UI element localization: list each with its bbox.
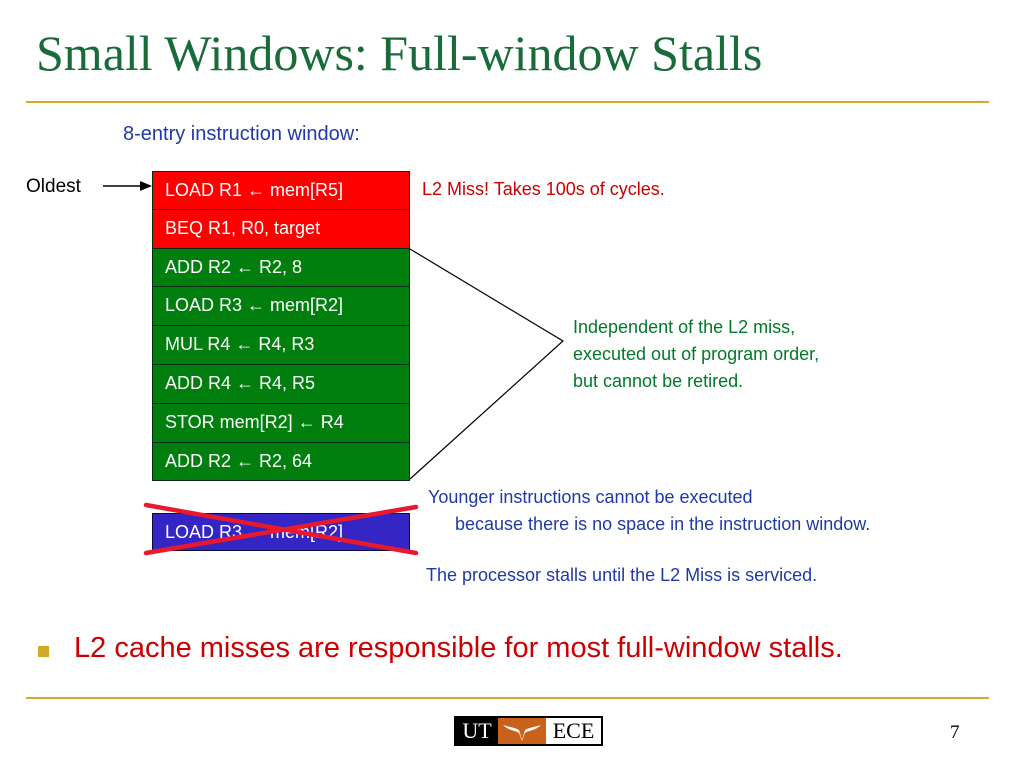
footer-divider: [26, 697, 989, 699]
window-entry-2: BEQ R1, R0, target: [152, 209, 410, 249]
window-entry-6: ADD R4 ← R4, R5: [152, 364, 410, 404]
logo-ece-text: ECE: [546, 718, 601, 744]
title-divider: [26, 101, 989, 103]
independent-bracket: [409, 248, 565, 480]
longhorn-icon: [498, 718, 546, 744]
logo-ut-text: UT: [456, 718, 498, 744]
stall-note: The processor stalls until the L2 Miss i…: [426, 565, 818, 585]
slide-title: Small Windows: Full-window Stalls: [36, 25, 763, 81]
younger-note-line-2: because there is no space in the instruc…: [455, 514, 871, 534]
instruction-window: LOAD R1 ← mem[R5] BEQ R1, R0, target ADD…: [152, 171, 410, 482]
bullet-text: L2 cache misses are responsible for most…: [74, 632, 843, 664]
younger-note-line-1: Younger instructions cannot be executed: [428, 487, 753, 507]
oldest-label: Oldest: [26, 176, 81, 197]
bullet-square-icon: [38, 646, 49, 657]
window-subtitle: 8-entry instruction window:: [123, 123, 360, 145]
cross-out-stroke-2: [143, 504, 419, 556]
window-entry-3: ADD R2 ← R2, 8: [152, 248, 410, 288]
window-entry-8: ADD R2 ← R2, 64: [152, 442, 410, 482]
window-entry-4: LOAD R3 ← mem[R2]: [152, 287, 410, 327]
oldest-arrow-head-icon: [140, 181, 152, 191]
ut-ece-logo: UT ECE: [454, 716, 603, 746]
l2-miss-note: L2 Miss! Takes 100s of cycles.: [422, 179, 665, 199]
independent-note-line-3: but cannot be retired.: [573, 371, 744, 391]
window-entry-7: STOR mem[R2] ← R4: [152, 403, 410, 443]
independent-note-line-2: executed out of program order,: [573, 344, 820, 364]
independent-note-line-1: Independent of the L2 miss,: [573, 317, 796, 337]
page-number: 7: [950, 722, 960, 743]
window-entry-5: MUL R4 ← R4, R3: [152, 326, 410, 365]
window-entry-1: LOAD R1 ← mem[R5]: [152, 171, 410, 210]
